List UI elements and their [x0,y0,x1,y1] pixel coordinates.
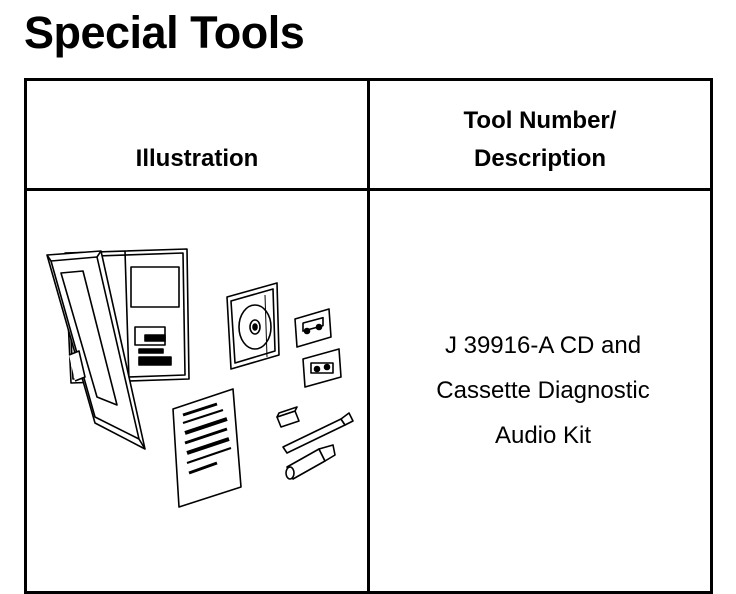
probe-icon [282,412,354,454]
header-tool-number-line2: Description [473,145,607,172]
instruction-sheet-icon [172,388,242,508]
header-tool-number: Tool Number/ Description [367,78,713,191]
cassette-icon [302,348,342,388]
description-line: Cassette Diagnostic [436,377,650,404]
description-line: Audio Kit [494,422,592,449]
header-illustration-label: Illustration [135,145,259,172]
header-tool-number-line1: Tool Number/ [463,107,617,134]
illustration-cell [24,188,370,594]
audio-kit-illustration [46,248,354,508]
connector-icon [276,406,300,428]
cassette-icon [294,308,332,348]
cd-case-icon [226,282,280,370]
header-illustration: Illustration [24,78,370,191]
special-tools-table: Illustration Tool Number/ Description [24,78,713,594]
table-header-row: Illustration Tool Number/ Description [24,78,713,191]
binder-case-icon [46,248,190,450]
description-cell: J 39916-A CD and Cassette Diagnostic Aud… [367,188,713,594]
tool-description: J 39916-A CD and Cassette Diagnostic Aud… [370,323,710,458]
description-line: J 39916-A CD and [444,332,642,359]
page-title: Special Tools [24,7,305,58]
table-row: J 39916-A CD and Cassette Diagnostic Aud… [24,188,713,594]
adapter-plug-icon [285,444,336,480]
